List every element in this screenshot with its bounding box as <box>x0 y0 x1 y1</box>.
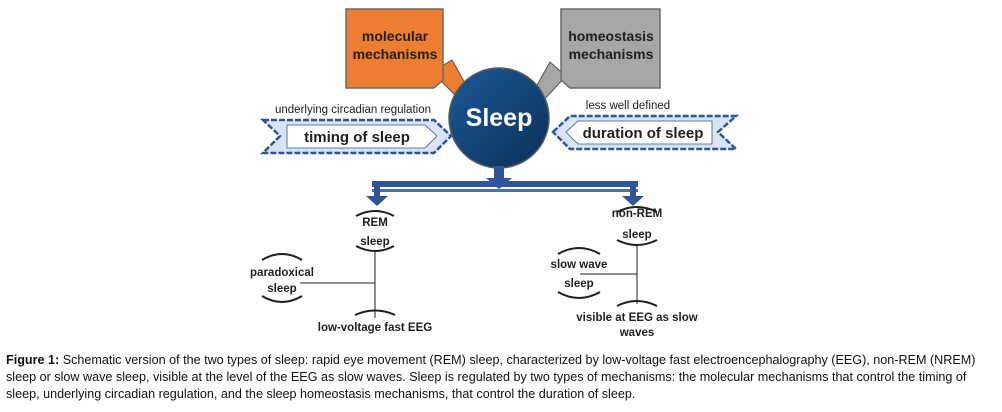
slow-waves-line2: waves <box>619 327 655 339</box>
rem-title-line1: REM <box>362 217 388 229</box>
slow-waves-bracket-top <box>616 300 658 307</box>
timing-of-sleep-arrow: timing of sleep <box>259 118 453 155</box>
caption-text: Schematic version of the two types of sl… <box>6 353 976 401</box>
circadian-regulation-note: underlying circadian regulation <box>275 104 431 116</box>
homeostasis-line2: mechanisms <box>569 46 654 62</box>
paradoxical-bracket-bottom <box>261 295 303 303</box>
rem-title-bracket-bottom <box>355 245 395 252</box>
paradoxical-line1: paradoxical <box>250 267 314 279</box>
homeostasis-line1: homeostasis <box>568 28 654 44</box>
molecular-mechanisms-box: molecular mechanisms <box>345 8 444 89</box>
nrem-title-line1: non-REM <box>612 208 662 220</box>
caption-label: Figure 1: <box>6 353 60 367</box>
eeg-bracket-top <box>354 309 396 316</box>
homeostasis-mechanisms-box: homeostasis mechanisms <box>560 8 661 89</box>
timing-of-sleep-label: timing of sleep <box>304 129 410 146</box>
sleep-label: Sleep <box>466 104 533 132</box>
paradoxical-line2: sleep <box>267 283 296 295</box>
molecular-line1: molecular <box>362 28 429 44</box>
rem-title-line2: sleep <box>360 236 389 248</box>
slow-wave-bracket-top <box>557 247 601 255</box>
nrem-title-bracket-top <box>616 206 658 213</box>
nrem-title-line2: sleep <box>622 229 651 241</box>
slow-waves-line1: visible at EEG as slow <box>576 312 697 324</box>
duration-of-sleep-arrow: duration of sleep <box>551 114 740 151</box>
less-well-defined-note: less well defined <box>586 100 670 112</box>
rem-title-bracket-top <box>355 210 395 217</box>
nrem-title-bracket-bottom <box>616 239 658 246</box>
paradoxical-bracket-top <box>261 253 303 261</box>
rem-sleep-branch: REM sleep paradoxical sleep low-voltage … <box>250 210 432 334</box>
low-voltage-eeg-label: low-voltage fast EEG <box>318 322 432 334</box>
slow-wave-bracket-bottom <box>557 291 601 299</box>
split-arrow <box>366 166 644 206</box>
slow-wave-line1: slow wave <box>551 259 608 271</box>
nrem-sleep-branch: non-REM sleep slow wave sleep visible at… <box>551 206 698 339</box>
molecular-line2: mechanisms <box>353 46 438 62</box>
slow-wave-line2: sleep <box>564 278 593 290</box>
sleep-diagram: molecular mechanisms homeostasis mechani… <box>250 8 740 339</box>
duration-of-sleep-label: duration of sleep <box>583 125 704 142</box>
figure-caption: Figure 1: Schematic version of the two t… <box>6 352 996 403</box>
